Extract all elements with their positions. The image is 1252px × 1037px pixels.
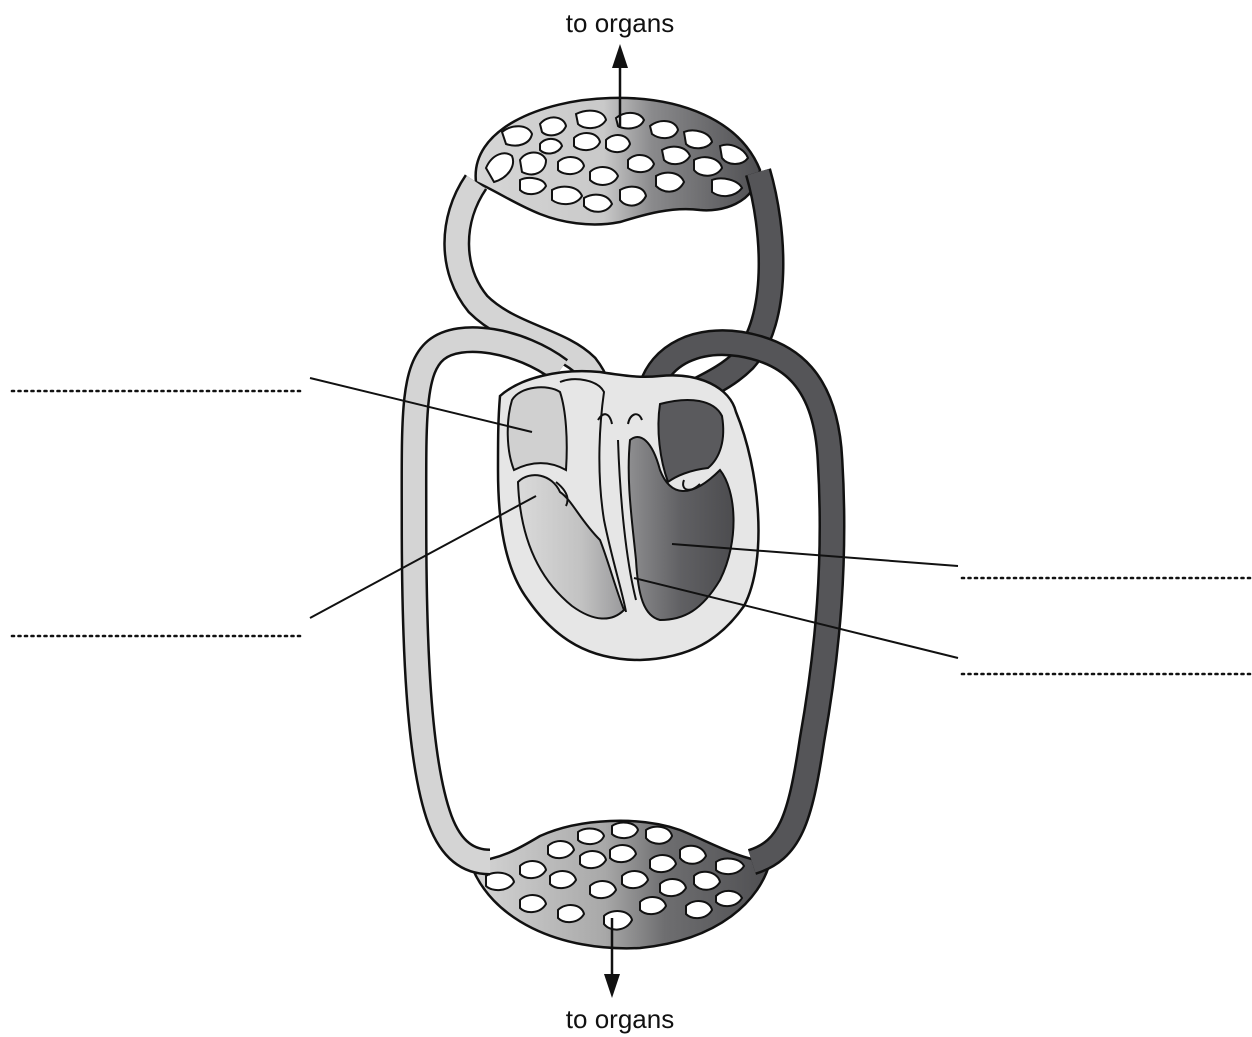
top-organs-label: to organs (566, 8, 674, 38)
bottom-organs-label: to organs (566, 1004, 674, 1034)
lower-capillary-bed (470, 821, 770, 949)
heart (498, 371, 758, 660)
upper-capillary-bed (476, 98, 760, 225)
